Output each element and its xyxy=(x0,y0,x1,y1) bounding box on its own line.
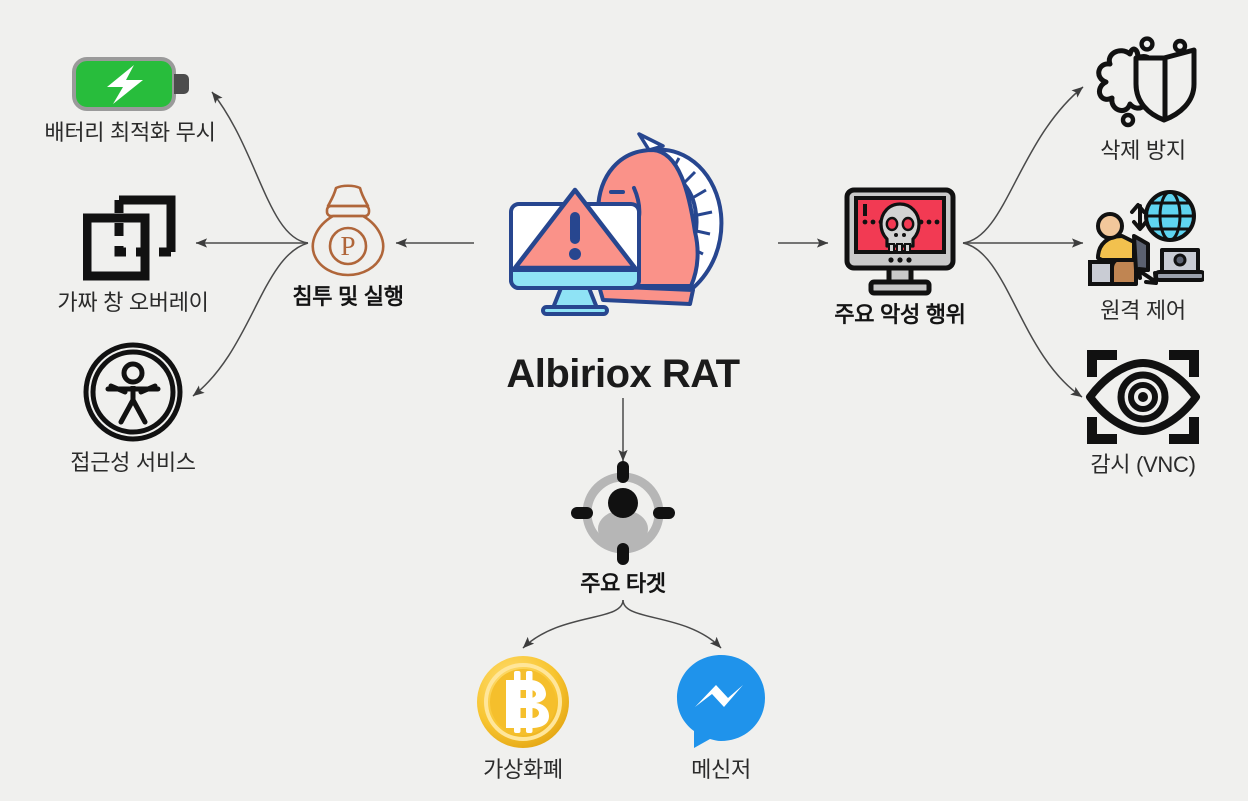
node-cryptocurrency: 가상화폐 xyxy=(453,653,593,782)
anti-deletion-label: 삭제 방지 xyxy=(1100,138,1186,163)
wire-target-to-messenger xyxy=(622,599,722,649)
bottom-hub-label: 주요 타겟 xyxy=(580,571,666,596)
surveillance-label: 감시 (VNC) xyxy=(1090,452,1196,477)
overlay-label: 가짜 창 오버레이 xyxy=(57,290,209,315)
node-right-hub: 주요 악성 행위 xyxy=(830,186,970,327)
messenger-label: 메신저 xyxy=(691,757,751,782)
battery-charging-icon xyxy=(71,54,189,114)
remote-control-label: 원격 제어 xyxy=(1100,298,1186,323)
page-title: Albiriox RAT xyxy=(506,352,740,396)
overlay-windows-icon xyxy=(83,192,183,284)
accessibility-person-icon xyxy=(81,340,185,444)
node-accessibility-service: 접근성 서비스 xyxy=(40,340,226,475)
wire-target-to-bitcoin xyxy=(522,599,624,649)
node-remote-control: 원격 제어 xyxy=(1073,188,1213,323)
battery-label: 배터리 최적화 무시 xyxy=(44,120,216,145)
node-surveillance-vnc: 감시 (VNC) xyxy=(1073,348,1213,477)
accessibility-label: 접근성 서비스 xyxy=(70,450,196,475)
node-anti-deletion: 삭제 방지 xyxy=(1073,32,1213,163)
target-person-icon xyxy=(571,461,675,565)
virus-shield-icon xyxy=(1084,32,1202,132)
money-bag-icon: P xyxy=(306,182,390,278)
left-hub-label: 침투 및 실행 xyxy=(292,284,404,309)
node-battery-optimization: 배터리 최적화 무시 xyxy=(22,54,238,145)
node-center xyxy=(498,128,758,328)
node-messenger: 메신저 xyxy=(651,651,791,782)
wire-right-to-shield xyxy=(962,86,1084,244)
wire-right-to-eye xyxy=(962,242,1083,398)
remote-control-person-icon xyxy=(1082,188,1204,292)
right-hub-label: 주요 악성 행위 xyxy=(834,302,966,327)
cryptocurrency-label: 가상화폐 xyxy=(483,757,563,782)
messenger-bubble-icon xyxy=(671,651,771,751)
node-fake-window-overlay: 가짜 창 오버레이 xyxy=(40,192,226,315)
bitcoin-coin-icon xyxy=(474,653,572,751)
skull-monitor-icon xyxy=(837,186,963,296)
trojan-horse-monitor-warning-icon xyxy=(503,128,753,328)
svg-text:P: P xyxy=(340,231,355,261)
node-bottom-hub: 주요 타겟 xyxy=(558,461,688,596)
node-left-hub: P 침투 및 실행 xyxy=(283,182,413,309)
eye-surveillance-icon xyxy=(1082,348,1204,446)
